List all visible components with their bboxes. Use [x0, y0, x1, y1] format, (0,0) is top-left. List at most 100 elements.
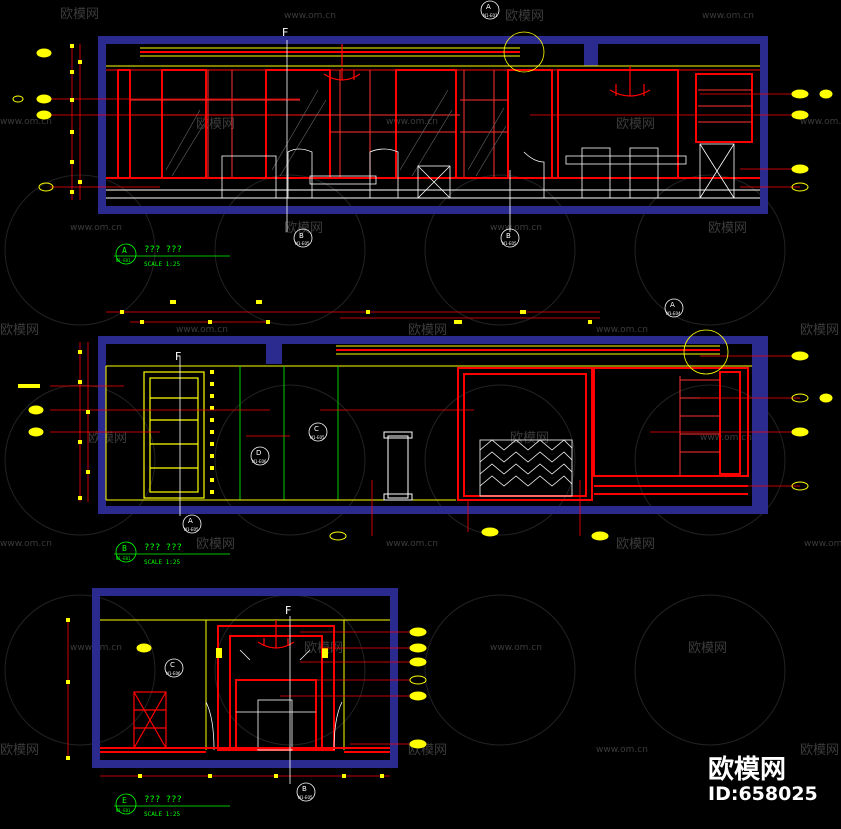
- elevation-title-b: B N1-E01 ??? ??? SCALE 1:25: [114, 541, 230, 566]
- wine-rack: [479, 439, 573, 497]
- svg-text:F: F: [175, 350, 181, 363]
- ceiling-lines: [106, 345, 752, 367]
- svg-text:B: B: [506, 232, 511, 240]
- detail-callout-circle: [503, 31, 545, 73]
- svg-text:N1-E01: N1-E01: [116, 808, 131, 813]
- wall-sconce-icon: [216, 648, 328, 658]
- svg-text:A: A: [188, 517, 193, 525]
- section-callout-top-b2: B N1-E05: [286, 100, 313, 248]
- column: [383, 431, 413, 501]
- svg-text:SCALE 1:25: SCALE 1:25: [144, 559, 181, 566]
- section-callout-mid-a: A N1-E04: [664, 298, 684, 318]
- watermark-brand: 欧模网: [196, 117, 235, 132]
- svg-text:C: C: [170, 661, 175, 669]
- watermark-brand: 欧模网: [0, 743, 39, 758]
- svg-text:B: B: [302, 785, 307, 793]
- floor-mark: F: [175, 350, 181, 516]
- svg-text:E: E: [122, 796, 127, 805]
- floor-mark: F: [285, 604, 291, 784]
- section-callout-mid-a2: A N1-E05: [182, 514, 202, 534]
- material-tags: [28, 351, 833, 541]
- watermark-brand: 欧模网: [708, 221, 747, 236]
- dimension-ticks: [66, 618, 384, 778]
- watermark-url: www.om.cn: [176, 325, 228, 335]
- svg-text:B: B: [122, 544, 127, 553]
- furniture: [221, 143, 735, 199]
- elevation-title-e: E N1-E01 ??? ??? SCALE 1:25: [114, 793, 230, 818]
- side-shelf: [133, 691, 167, 749]
- wall-outline: [92, 588, 398, 768]
- section-callout-mid-c: C N1-E05: [308, 422, 328, 442]
- svg-text:??? ???: ??? ???: [144, 795, 182, 805]
- watermark-url: www.om.cn: [386, 117, 438, 127]
- watermark-brand: 欧模网: [510, 431, 549, 446]
- svg-text:N1-E05: N1-E05: [502, 241, 517, 246]
- watermark-brand: 欧模网: [616, 117, 655, 132]
- watermark-brand: 欧模网: [88, 431, 127, 446]
- svg-text:SCALE 1:25: SCALE 1:25: [144, 811, 181, 818]
- dimension-ticks: [18, 300, 592, 500]
- svg-text:N1-E06: N1-E06: [252, 459, 267, 464]
- elevation-b: F A N1-E04 A N1-E05 C N1-E05 D N1-E06 B: [18, 298, 833, 566]
- stamp-brand: 欧模网: [708, 754, 786, 785]
- svg-text:SCALE 1:25: SCALE 1:25: [144, 261, 181, 268]
- svg-text:N1-E04: N1-E04: [666, 311, 681, 316]
- svg-text:N1-E05: N1-E05: [298, 795, 313, 800]
- svg-text:??? ???: ??? ???: [144, 245, 182, 255]
- watermark-brand: 欧模网: [284, 221, 323, 236]
- glass-hatching: [165, 89, 507, 177]
- svg-text:N1-E01: N1-E01: [483, 13, 498, 18]
- watermark-brand: 欧模网: [408, 323, 447, 338]
- wall-outline: [98, 336, 768, 514]
- wall-panels-green: [214, 366, 456, 501]
- watermark-url: www.om.cn: [70, 223, 122, 233]
- wall-panels-yellow: [105, 366, 456, 501]
- svg-text:B: B: [299, 232, 304, 240]
- watermark-brand: 欧模网: [60, 7, 99, 22]
- dining-set: [205, 649, 343, 751]
- svg-text:C: C: [314, 425, 319, 433]
- floor-mark: F: [282, 26, 288, 100]
- material-tags: [136, 627, 427, 749]
- watermark-url: www.om.cn: [596, 745, 648, 755]
- section-callout-bot-b: B N1-E05: [296, 782, 316, 802]
- chandelier-icon: [323, 44, 651, 97]
- watermark-url: www.om.cn: [702, 11, 754, 21]
- svg-text:D: D: [256, 449, 261, 457]
- dimension-lines: [50, 44, 800, 200]
- svg-text:F: F: [285, 604, 291, 617]
- display-cabinet: [143, 371, 205, 499]
- watermark-brand: 欧模网: [800, 323, 839, 338]
- svg-text:N1-E05: N1-E05: [295, 241, 310, 246]
- section-callout-bot-c: C N1-E06: [164, 658, 184, 678]
- svg-text:N1-E06: N1-E06: [166, 671, 181, 676]
- svg-text:N1-E05: N1-E05: [310, 435, 325, 440]
- svg-text:N1-E05: N1-E05: [184, 527, 199, 532]
- section-callout-top-b: B N1-E05: [500, 170, 520, 248]
- svg-text:A: A: [486, 3, 491, 11]
- watermark-brand: 欧模网: [688, 641, 727, 656]
- watermark-brand: 欧模网: [196, 537, 235, 552]
- watermark-url: www.om.cn: [700, 433, 752, 443]
- ceiling-lines: [100, 619, 390, 750]
- floor-line: [594, 485, 748, 495]
- watermark-url: www.om.cn: [0, 539, 52, 549]
- watermark-url: www.om.cn: [804, 539, 841, 549]
- dimension-ticks: [70, 44, 82, 194]
- section-callout-top-a: A N1-E01: [480, 0, 500, 20]
- watermark-brand: 欧模网: [616, 537, 655, 552]
- svg-text:F: F: [282, 26, 288, 39]
- chandelier-icon: [257, 620, 295, 649]
- material-tags: [12, 48, 833, 192]
- svg-text:N1-E01: N1-E01: [116, 556, 131, 561]
- svg-text:A: A: [122, 246, 127, 255]
- watermark-url: www.om.cn: [490, 643, 542, 653]
- watermark-url: www.om.cn: [490, 223, 542, 233]
- watermark-url: www.om.cn: [0, 117, 52, 127]
- svg-text:??? ???: ??? ???: [144, 543, 182, 553]
- cabinet-ticks: [210, 370, 214, 494]
- right-shelf: [679, 376, 720, 476]
- elevation-title-a: A N1-E01 ??? ??? SCALE 1:25: [114, 243, 230, 268]
- watermark-url: www.om.cn: [596, 325, 648, 335]
